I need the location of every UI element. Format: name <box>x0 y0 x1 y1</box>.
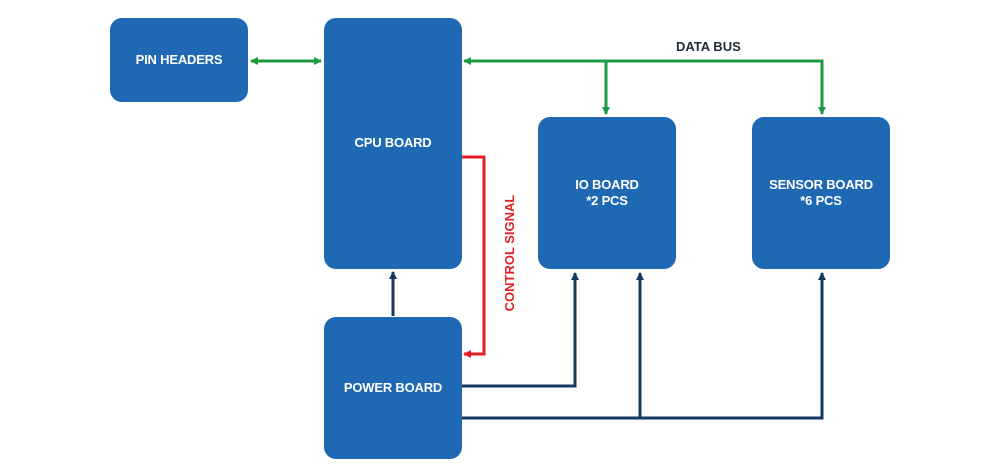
control-signal-label: CONTROL SIGNAL <box>502 194 517 312</box>
power-board-label: POWER BOARD <box>343 380 443 395</box>
power-lines <box>389 271 826 420</box>
io-board-quantity: *2 PCS <box>586 193 628 208</box>
cpu-board-label: CPU BOARD <box>354 134 432 150</box>
pin-headers-box: PIN HEADERS <box>110 18 248 102</box>
pin-headers-label: PIN HEADERS <box>135 52 223 67</box>
io-board-label: IO BOARD <box>575 177 639 192</box>
io-board-box: IO BOARD *2 PCS <box>538 117 676 269</box>
data-bus <box>463 57 826 115</box>
sensor-board-box: SENSOR BOARD *6 PCS <box>752 117 890 269</box>
power-board-box: POWER BOARD <box>324 317 462 459</box>
sensor-board-quantity: *6 PCS <box>800 193 842 208</box>
sensor-board-label: SENSOR BOARD <box>769 177 873 192</box>
cpu-board-box: CPU BOARD <box>324 18 462 269</box>
data-bus-label: DATA BUS <box>676 39 741 54</box>
control-signal-line <box>462 155 486 358</box>
